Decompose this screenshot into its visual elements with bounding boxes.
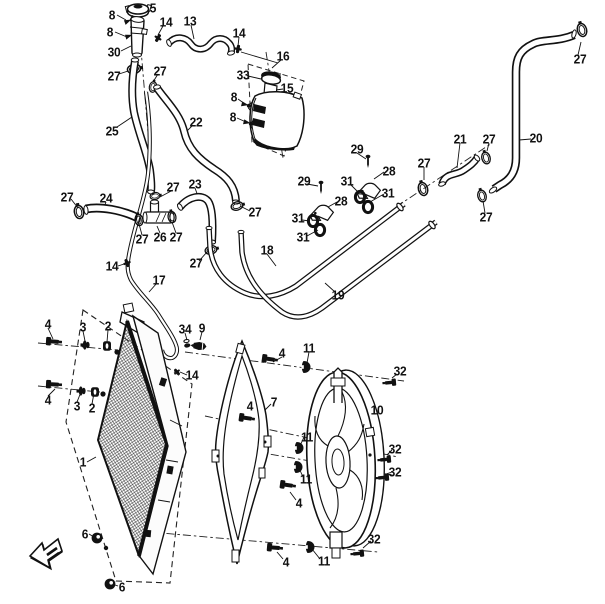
clamp-27: [479, 148, 493, 166]
coolant-pipes: [205, 201, 438, 320]
clamp-27: [475, 186, 489, 204]
cooling-fan: [305, 367, 385, 559]
hose-24: [83, 203, 141, 223]
spacer-2: [91, 387, 99, 397]
grommet-11: [293, 461, 303, 473]
reservoir-tank: [249, 91, 305, 151]
grommet-6: [104, 578, 116, 590]
grommet-11: [301, 361, 311, 373]
pipe-18: [205, 201, 406, 300]
radiator-side-tank: [131, 314, 187, 576]
filler-neck: [129, 16, 148, 58]
bleed-screw-9: [189, 340, 208, 352]
screw-29: [365, 154, 371, 168]
bracket-28: [308, 202, 336, 225]
screw-29: [318, 180, 324, 194]
bushing-31: [313, 222, 327, 238]
bushing-31: [361, 199, 375, 215]
radiator-cap-assembly: [122, 3, 159, 94]
grommet-3: [80, 340, 90, 350]
hose-21: [438, 154, 481, 187]
grommet-11: [294, 442, 304, 454]
pipe-19: [237, 219, 438, 320]
radiator: [65, 302, 193, 584]
clamp-27: [415, 178, 430, 198]
bolt-4: [266, 542, 284, 553]
bolt-32: [350, 549, 365, 558]
fan-shroud: [211, 339, 272, 565]
pipe-mount-assemblies: [306, 154, 383, 238]
grommet-3: [76, 386, 86, 396]
direction-arrow-icon: [28, 537, 63, 571]
reservoir-assembly: [240, 63, 305, 157]
radiator-boundary-box: [65, 309, 193, 584]
reservoir-cap: [260, 71, 282, 85]
hose-13: [166, 34, 236, 56]
washer-34: [182, 338, 192, 349]
reservoir-boundary-box: [247, 63, 305, 157]
bolt-4: [279, 479, 297, 491]
overflow-hose-17: [125, 91, 180, 361]
hose-20: [488, 29, 577, 194]
grommet-11: [305, 541, 315, 553]
hose-22: [153, 84, 240, 205]
spacer-2: [103, 341, 111, 351]
hoses: [83, 29, 577, 378]
radiator-cap: [124, 3, 152, 18]
bolt-32: [382, 378, 397, 387]
grommet-6: [91, 532, 103, 544]
clamp-27: [574, 19, 589, 39]
clip-14: [121, 257, 133, 269]
t-fitting-26: [142, 199, 175, 224]
clamp-27: [72, 201, 86, 221]
bolt-4: [45, 379, 63, 390]
fan-blades: [314, 391, 365, 529]
fan-motor-mount: [329, 367, 346, 559]
